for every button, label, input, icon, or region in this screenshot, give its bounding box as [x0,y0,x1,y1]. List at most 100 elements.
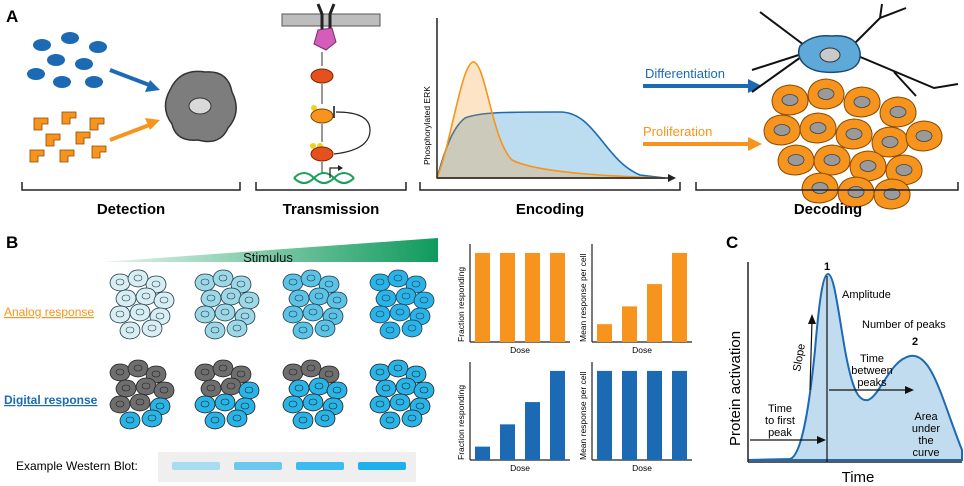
area-under-curve-line3: the [918,435,933,447]
slope-label: Slope [791,343,808,373]
chart-ylabel: Mean response per cell [578,254,588,342]
slope-arrow [809,319,813,391]
bar-chart: Dose Fraction responding [456,244,570,355]
chart-ylabel: Fraction responding [456,385,466,460]
stimulus-label: Stimulus [243,250,293,265]
time-to-first-peak-line2: to first [765,415,795,427]
amplitude-label: Amplitude [842,289,891,301]
time-between-peaks-line3: peaks [857,377,887,389]
orange-cell [771,84,809,116]
protein-activation-plot: Protein activation Time 1 Amplitude Slop… [727,261,963,486]
blot-band [172,462,220,470]
chart-bar [672,252,687,342]
area-under-curve-line2: under [912,423,940,435]
chart-bar [525,252,540,342]
kinase-2 [310,108,334,124]
chart-bar [597,370,612,460]
western-blot-label: Example Western Blot: [16,459,138,473]
panel-c-letter: C [726,233,738,252]
orange-cell [801,172,839,204]
cell-grids [109,269,435,430]
peak1-label: 1 [824,261,830,273]
analog-cell-group [109,269,175,340]
number-of-peaks-label: Number of peaks [862,319,946,331]
chart-bar [647,370,662,460]
chart-bar [672,370,687,460]
time-between-peaks-line1: Time [860,353,884,365]
bar-chart: Dose Fraction responding [456,362,570,473]
blue-erk-curve [435,111,666,179]
erk-axis-label: Phosphorylated ERK [422,86,432,165]
chart-bar [597,324,612,342]
analog-cell-group [369,269,435,340]
dna-helix-1 [293,172,355,184]
analog-response-label: Analog response [4,305,94,319]
analog-cell-group [282,269,348,340]
transmission-pathway [281,3,381,184]
chart-bar [622,306,637,342]
chart-bar [500,252,515,342]
orange-cell [871,126,909,158]
digital-cell-group [282,359,348,430]
chart-ylabel: Fraction responding [456,267,466,342]
digital-cell-group [369,359,435,430]
chart-xlabel: Dose [510,345,530,355]
stage-encoding: Encoding [516,201,584,218]
orange-arrowhead [145,118,160,130]
blot-band [358,462,406,470]
blot-band [234,462,282,470]
chart-bar [647,284,662,342]
feedback-loop [333,111,371,155]
time-to-first-peak-line3: peak [768,427,792,439]
orange-cell [763,114,801,146]
chart-ylabel: Mean response per cell [578,372,588,460]
analog-cell-group [194,269,260,340]
orange-cell [885,154,923,186]
orange-cell [807,78,845,110]
orange-erk-curve [435,61,666,179]
stage-transmission: Transmission [283,201,380,218]
blue-arrow [109,68,153,88]
blue-ligands [27,32,107,88]
chart-bar [622,370,637,460]
proliferation-label: Proliferation [643,124,712,139]
chart-bar [525,402,540,460]
stage-detection: Detection [97,201,165,218]
orange-cell [843,86,881,118]
chart-xlabel: Dose [510,463,530,473]
kinase-3 [310,146,334,162]
orange-cell [813,144,851,176]
panel-a-letter: A [6,7,18,26]
area-under-curve-line4: curve [913,447,940,459]
kinase-1 [310,68,334,84]
blot-bands [172,462,406,470]
blue-arrowhead [145,80,160,92]
digital-cell-group [109,359,175,430]
cell-nucleus [188,97,212,115]
orange-cell [849,150,887,182]
time-between-peaks-line2: between [851,365,893,377]
panel-b-letter: B [6,233,18,252]
protein-activation-ylabel: Protein activation [727,331,744,446]
time-xlabel: Time [842,469,875,486]
orange-cell [905,120,943,152]
chart-bar [475,446,490,460]
receptor-complex [313,27,337,51]
chart-bar [475,252,490,342]
orange-ligands [29,111,107,163]
orange-cell [873,178,911,210]
digital-response-label: Digital response [4,393,98,407]
digital-cell-group [194,359,260,430]
orange-cell [879,96,917,128]
peak2-label: 2 [912,336,918,348]
orange-arrow [109,122,153,142]
chart-bar [550,370,565,460]
dna-helix-2 [293,172,355,184]
chart-bar [550,252,565,342]
neuron [751,3,959,97]
